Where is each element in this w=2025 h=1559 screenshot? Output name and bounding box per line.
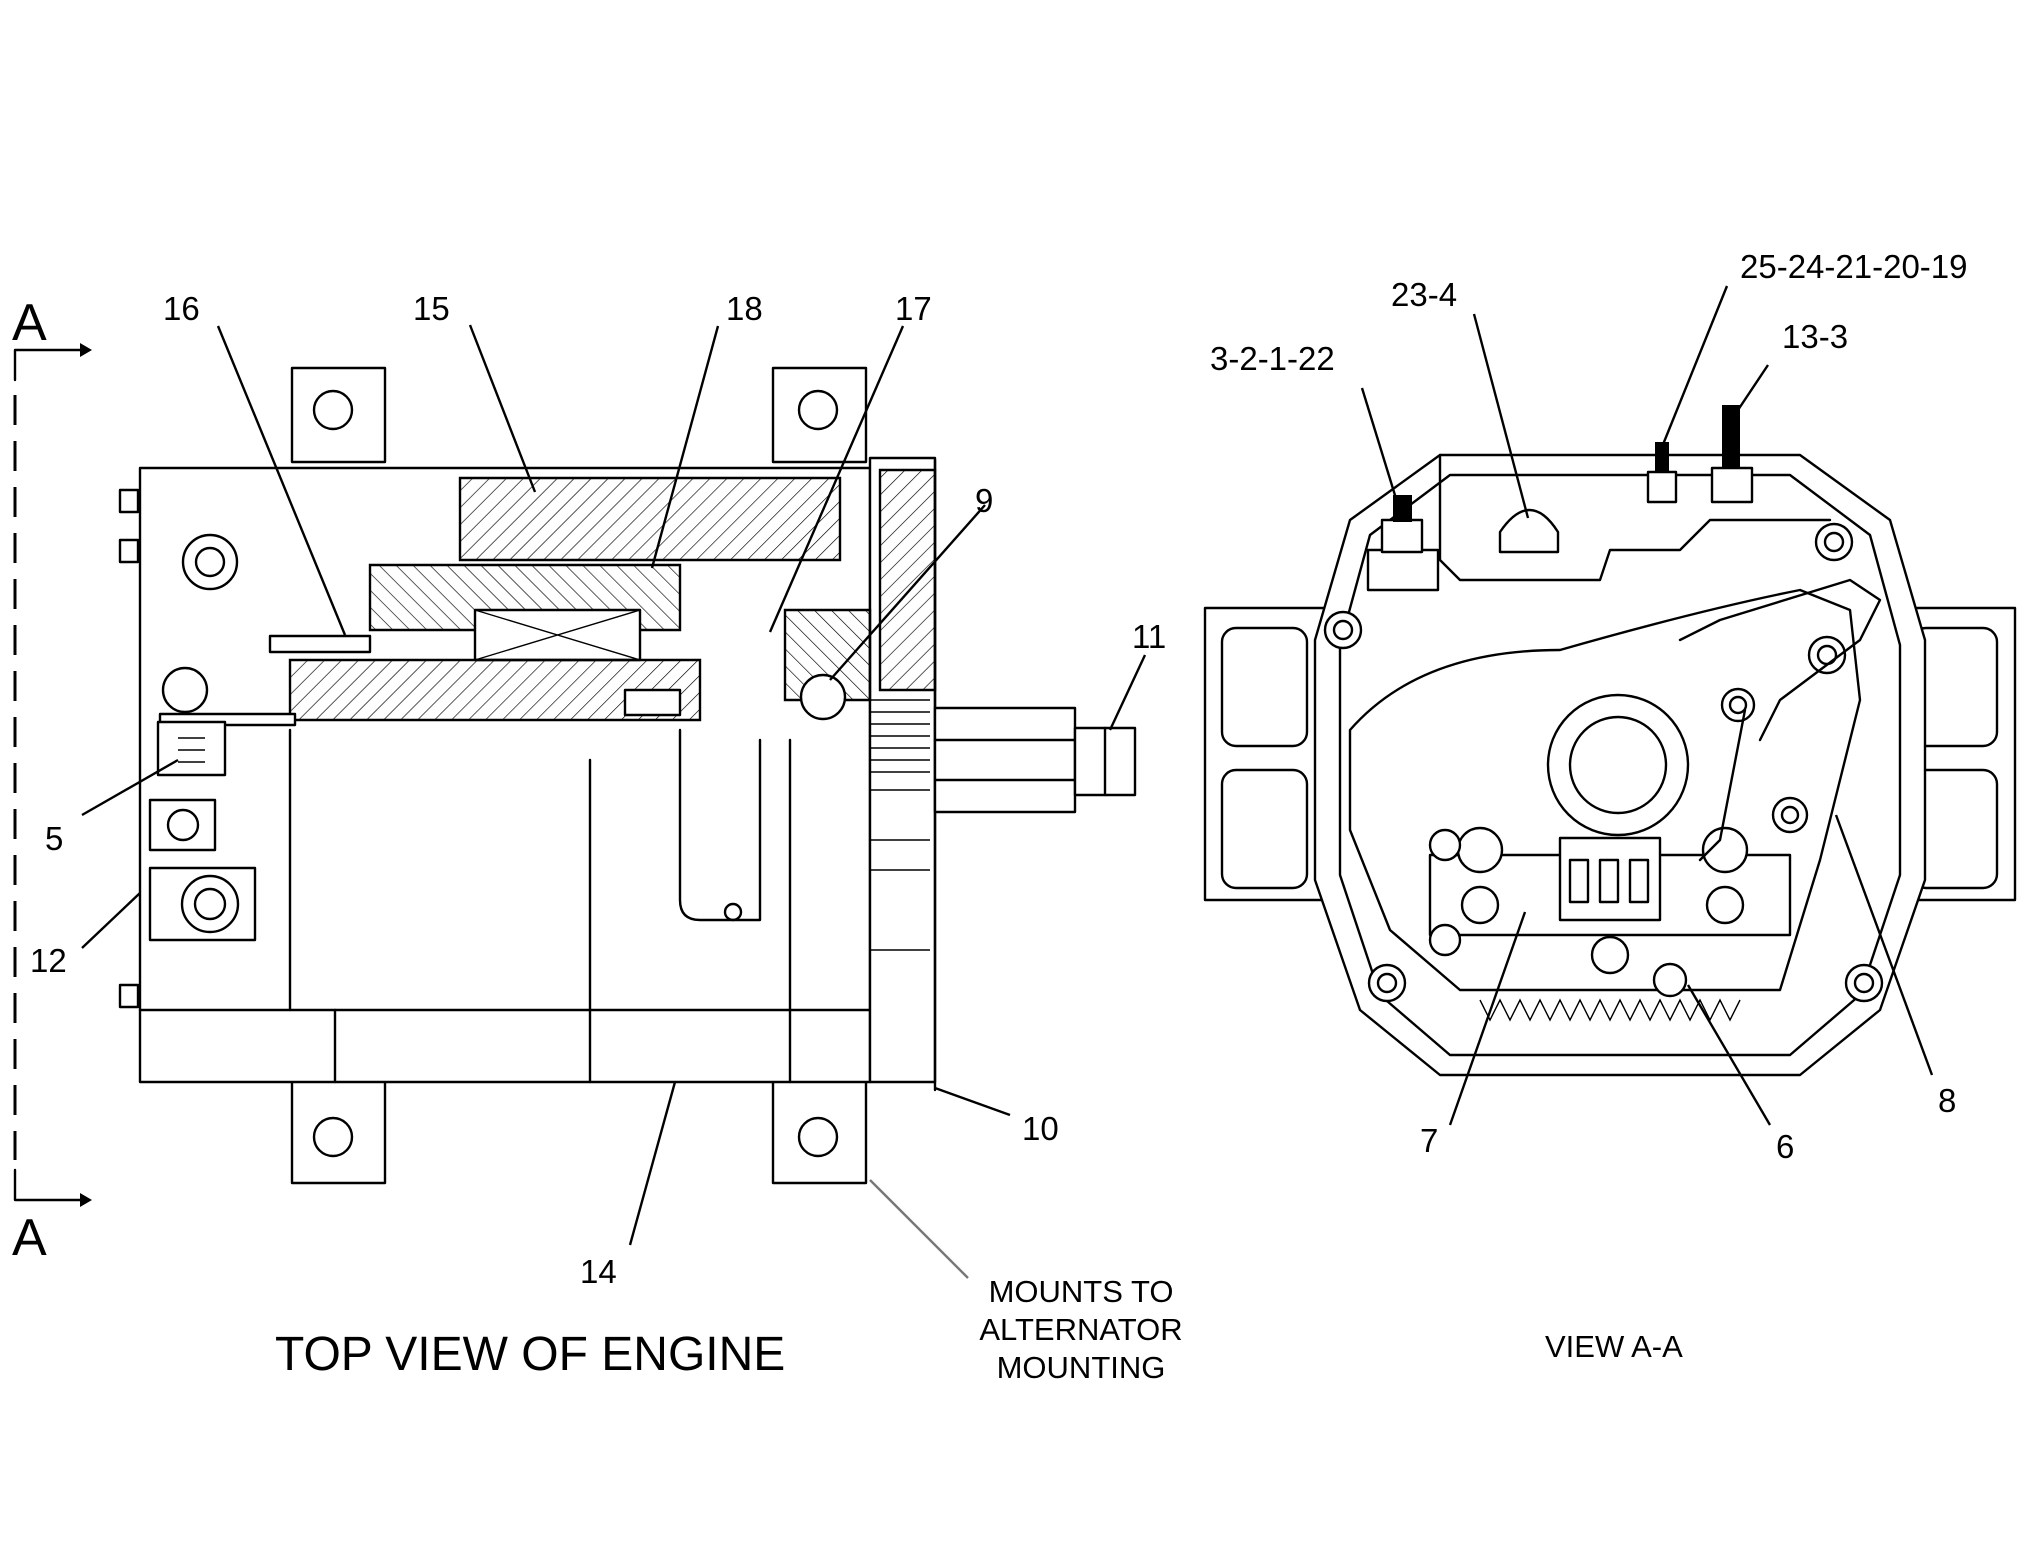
mounting-note: MOUNTS TO ALTERNATOR MOUNTING xyxy=(979,1274,1182,1385)
fan-fins xyxy=(870,699,930,951)
callout-23-4: 23-4 xyxy=(1391,276,1457,313)
view-a-a-caption: VIEW A-A xyxy=(1545,1329,1683,1364)
callout-17: 17 xyxy=(895,290,932,327)
callout-16: 16 xyxy=(163,290,200,327)
callout-18: 18 xyxy=(726,290,763,327)
callout-11: 11 xyxy=(1132,618,1166,655)
callout-10: 10 xyxy=(1022,1110,1059,1147)
callout-5: 5 xyxy=(45,820,63,857)
callout-12: 12 xyxy=(30,942,67,979)
housing-bolt xyxy=(1323,610,1363,650)
housing-bolt xyxy=(1807,635,1847,675)
housing-bolt xyxy=(1814,522,1854,562)
callout-9: 9 xyxy=(975,482,993,519)
section-letter-bottom: A xyxy=(12,1209,47,1267)
callout-6: 6 xyxy=(1776,1128,1794,1165)
right-view-leaders xyxy=(1360,285,1934,1126)
terminal-base-left xyxy=(1366,548,1440,592)
through-bolt xyxy=(268,634,372,654)
drive-shaft xyxy=(933,706,1077,814)
mounting-note-line-1: MOUNTS TO xyxy=(989,1274,1174,1309)
mounting-note-line-3: MOUNTING xyxy=(997,1350,1166,1385)
section-marker-a-a: A A xyxy=(12,294,92,1267)
diode-terminal xyxy=(1456,826,1504,874)
callout-3-2-1-22: 3-2-1-22 xyxy=(1210,340,1335,377)
housing-bolt xyxy=(1844,963,1884,1003)
section-arrow-bottom xyxy=(13,1168,82,1202)
callout-8: 8 xyxy=(1938,1082,1956,1119)
housing-bolt xyxy=(1720,687,1756,723)
bearing-retainer-section xyxy=(783,608,872,702)
section-letter-top: A xyxy=(12,294,47,352)
section-arrow-top xyxy=(13,348,82,382)
diode-terminal xyxy=(1460,885,1500,925)
front-bearing xyxy=(799,673,847,721)
mount-lug-top-right xyxy=(771,366,868,464)
callout-14: 14 xyxy=(580,1253,617,1290)
view-a-a-drawing xyxy=(1203,405,2017,1077)
housing-bolt xyxy=(1771,796,1809,834)
right-view-callouts: 3-2-1-22 23-4 25-24-21-20-19 13-3 7 6 8 xyxy=(1210,248,1968,1165)
mounting-strap xyxy=(1678,578,1882,742)
bearing-boss xyxy=(1546,693,1690,837)
housing-bolt xyxy=(1367,963,1407,1003)
callout-25-24-21-20-19: 25-24-21-20-19 xyxy=(1740,248,1968,285)
diode-terminal xyxy=(1590,935,1630,975)
terminal-large xyxy=(1710,466,1754,504)
left-view-callouts: 16 15 18 17 9 11 5 12 10 14 xyxy=(30,290,1166,1290)
heat-sink-fins xyxy=(1479,998,1741,1022)
mount-lug-top-left xyxy=(290,366,387,464)
diode-terminal xyxy=(1701,826,1749,874)
callout-15: 15 xyxy=(413,290,450,327)
front-housing-section xyxy=(878,468,937,692)
rear-terminal-stud xyxy=(181,533,239,591)
stator-section xyxy=(458,476,842,562)
callout-13-3: 13-3 xyxy=(1782,318,1848,355)
callout-7: 7 xyxy=(1420,1122,1438,1159)
top-view-caption: TOP VIEW OF ENGINE xyxy=(275,1328,785,1381)
rotor-shaft-section xyxy=(288,658,702,722)
diode-terminal xyxy=(1705,885,1745,925)
regulator-block xyxy=(1558,836,1662,922)
internal-cavity xyxy=(1348,588,1862,992)
terminal-small xyxy=(1646,470,1678,504)
mounting-note-line-2: ALTERNATOR xyxy=(979,1312,1182,1347)
terminal-cap xyxy=(1498,508,1560,554)
left-view-leaders xyxy=(81,324,1147,1279)
